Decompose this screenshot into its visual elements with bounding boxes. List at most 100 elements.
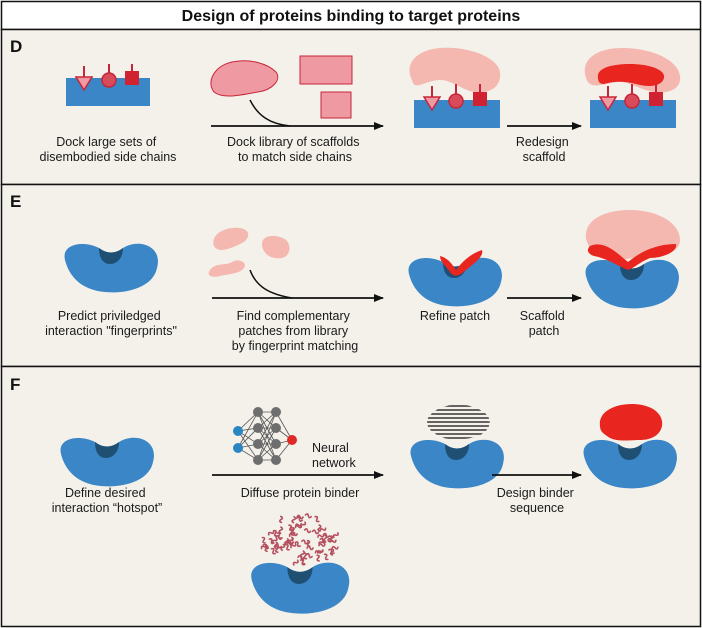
panel-e-letter: E: [10, 192, 21, 211]
noise-fragment: [305, 552, 313, 559]
network-node: [271, 423, 281, 433]
noise-fragment: [294, 522, 302, 528]
noise-fragment: [299, 559, 306, 566]
noise-fragment: [322, 532, 331, 538]
noise-fragment: [278, 515, 284, 524]
noise-fragment: [291, 526, 295, 535]
noise-fragment: [319, 537, 327, 544]
noise-fragment: [316, 554, 320, 562]
noise-fragment: [280, 543, 286, 552]
scaffold-blob: [409, 47, 501, 93]
panel-f-step3-label: Design binder sequence: [497, 486, 578, 515]
panel-d-step3-label: Redesign scaffold: [516, 135, 572, 164]
noise-fragment: [299, 550, 306, 558]
panel-e: E Predict priviledged interaction "finge…: [0, 183, 702, 368]
noise-fragment: [332, 532, 339, 539]
noise-fragment: [318, 539, 325, 546]
diffusion-noise-cloud: [260, 513, 339, 566]
panel-f-letter: F: [10, 375, 20, 394]
scaffold-shape-square: [320, 91, 352, 119]
network-node: [287, 435, 297, 445]
panel-e-step3-label: Refine patch: [420, 309, 490, 323]
scaffold-shape-rectangle: [299, 55, 353, 85]
noise-fragment: [306, 539, 311, 547]
network-node: [271, 439, 281, 449]
noise-fragment: [317, 524, 322, 532]
noise-fragment: [271, 537, 278, 544]
panel-e-step1-label: Predict priviledged interaction "fingerp…: [45, 309, 177, 338]
noise-fragment: [317, 533, 325, 538]
noise-fragment: [286, 540, 295, 545]
noise-fragment: [291, 515, 297, 524]
noise-fragment: [306, 545, 314, 551]
noise-fragment: [275, 534, 283, 540]
panel-f-background: [0, 365, 702, 628]
panel-f-step1-label: Define desired interaction “hotspot”: [52, 486, 162, 515]
network-node: [233, 426, 243, 436]
noise-fragment: [285, 543, 290, 551]
patch-2: [262, 235, 290, 259]
noise-fragment: [319, 527, 327, 532]
panel-d-step1-label: Dock large sets of disembodied side chai…: [40, 135, 177, 164]
neural-network-label: Neural network: [312, 441, 357, 470]
network-edge: [275, 411, 293, 441]
noise-fragment: [304, 513, 313, 519]
noise-fragment: [274, 543, 282, 549]
redesigned-interface: [597, 64, 665, 86]
scaffolded-patch: [585, 210, 680, 309]
noise-fragment: [303, 552, 308, 560]
side-chain-triangle: [74, 76, 94, 92]
network-node: [271, 455, 281, 465]
noise-fragment: [294, 541, 302, 548]
noise-fragment: [268, 538, 275, 545]
network-node: [253, 407, 263, 417]
network-edge: [257, 411, 277, 461]
network-edge: [257, 427, 277, 461]
panel-f-step2-label: Diffuse protein binder: [241, 486, 360, 500]
figure-title: Design of proteins binding to target pro…: [182, 8, 521, 25]
noise-fragment: [264, 544, 269, 553]
panel-e-step4-label: Scaffold patch: [520, 309, 568, 338]
scaffold-interface: [587, 244, 677, 270]
noise-fragment: [303, 528, 312, 534]
panel-e-step2-label: Find complementary patches from library …: [232, 309, 359, 353]
noise-fragment: [295, 516, 304, 522]
patch-3: [208, 260, 245, 277]
network-node: [253, 423, 263, 433]
title-box: [0, 0, 702, 31]
noise-fragment: [329, 548, 335, 556]
docked-side-chains: [66, 64, 150, 106]
network-node: [233, 443, 243, 453]
panel-f: F Define desired interaction “hotspot” N…: [0, 365, 702, 628]
noise-fragment: [323, 553, 329, 561]
noise-fragment: [273, 529, 278, 537]
noise-fragment: [288, 532, 296, 538]
noise-fragment: [314, 515, 320, 523]
network-edge: [237, 430, 259, 461]
patch-library: [208, 227, 293, 299]
noise-fragment: [278, 526, 284, 534]
noise-fragment: [267, 530, 275, 536]
docked-scaffold: [409, 47, 501, 128]
noise-fragment: [316, 549, 324, 554]
network-node: [253, 439, 263, 449]
noise-fragment: [311, 529, 320, 535]
refined-patch: [440, 250, 483, 276]
noise-fragment: [270, 547, 276, 555]
panel-d-step2-label: Dock library of scaffolds to match side …: [227, 135, 363, 164]
side-chain-square: [125, 71, 139, 85]
neural-network-icon: [233, 407, 297, 465]
scaffold-shape-blob: [210, 60, 279, 97]
patch-1: [213, 227, 249, 250]
noise-fragment: [331, 545, 339, 550]
noise-fragment: [292, 559, 299, 566]
side-chain-circle: [101, 72, 117, 88]
network-node: [253, 455, 263, 465]
noise-fragment: [301, 539, 309, 545]
panel-d: D Dock large sets of disembodied side ch…: [0, 28, 702, 186]
noise-fragment: [275, 545, 279, 554]
panel-d-letter: D: [10, 37, 22, 56]
scaffold-library: [210, 55, 353, 127]
